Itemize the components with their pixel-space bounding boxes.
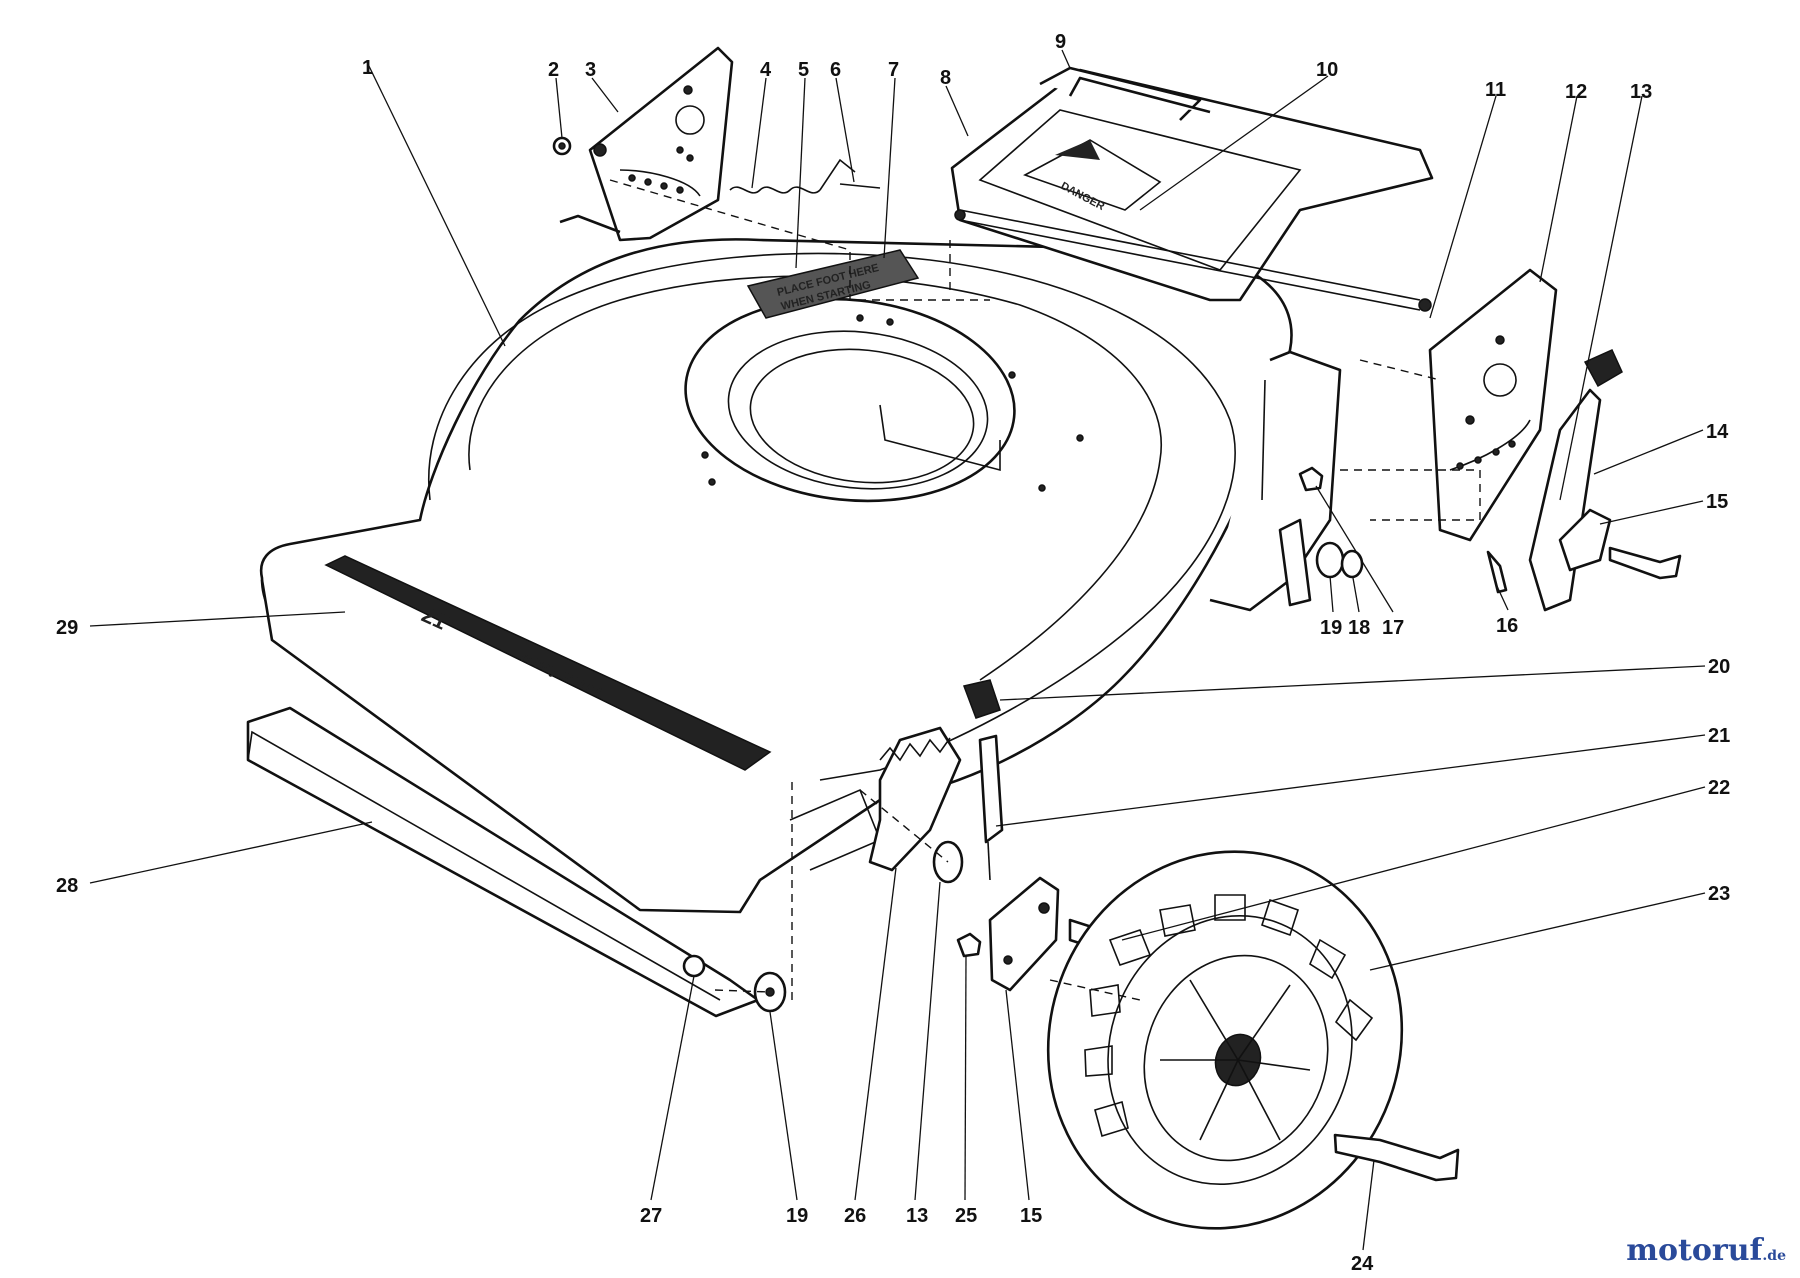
callout-1: 1 [362, 57, 373, 79]
callout-22: 22 [1708, 777, 1730, 799]
rear-flap: DANGER [950, 66, 1434, 312]
callout-20: 20 [1708, 656, 1730, 678]
callout-4: 4 [760, 59, 772, 81]
callout-29: 29 [56, 617, 78, 639]
callout-15-rear: 15 [1706, 491, 1728, 513]
callout-13-front: 13 [906, 1205, 928, 1227]
callout-25: 25 [955, 1205, 977, 1227]
callout-15-front: 15 [1020, 1205, 1042, 1227]
callout-24: 24 [1351, 1253, 1374, 1275]
callout-12: 12 [1565, 81, 1587, 103]
watermark-brand: motoruf [1626, 1233, 1763, 1268]
callout-27: 27 [640, 1205, 662, 1227]
callout-7: 7 [888, 59, 899, 81]
callout-19-front: 19 [786, 1205, 808, 1227]
callout-10: 10 [1316, 59, 1338, 81]
callout-9: 9 [1055, 31, 1066, 53]
callout-2: 2 [548, 59, 559, 81]
callout-14: 14 [1706, 421, 1729, 443]
callout-19-rear: 19 [1320, 617, 1342, 639]
watermark: motoruf.de [1626, 1233, 1786, 1268]
leader-lines [89, 49, 1706, 1251]
watermark-tld: .de [1762, 1248, 1786, 1264]
callouts: 1 2 3 4 5 6 7 8 9 10 11 12 13 14 15 16 1… [56, 31, 1730, 1275]
right-rear-height-plate [1278, 268, 1682, 612]
front-height-adjuster [868, 679, 1144, 992]
callout-23: 23 [1708, 883, 1730, 905]
callout-17: 17 [1382, 617, 1404, 639]
callout-5: 5 [798, 59, 809, 81]
assembly-lines [609, 179, 1481, 1001]
callout-28: 28 [56, 875, 78, 897]
callout-18: 18 [1348, 617, 1370, 639]
mower-housing: 21" rotary mower PLACE FOOT HERE WHEN ST… [259, 238, 1342, 914]
callout-26: 26 [844, 1205, 866, 1227]
callout-11: 11 [1485, 79, 1506, 101]
callout-21: 21 [1708, 725, 1730, 747]
left-rear-height-plate [552, 46, 881, 242]
callout-3: 3 [585, 59, 596, 81]
front-wheel [1046, 850, 1460, 1230]
callout-13-rear: 13 [1630, 81, 1652, 103]
callout-6: 6 [830, 59, 841, 81]
callout-16: 16 [1496, 615, 1518, 637]
callout-8: 8 [940, 67, 951, 89]
